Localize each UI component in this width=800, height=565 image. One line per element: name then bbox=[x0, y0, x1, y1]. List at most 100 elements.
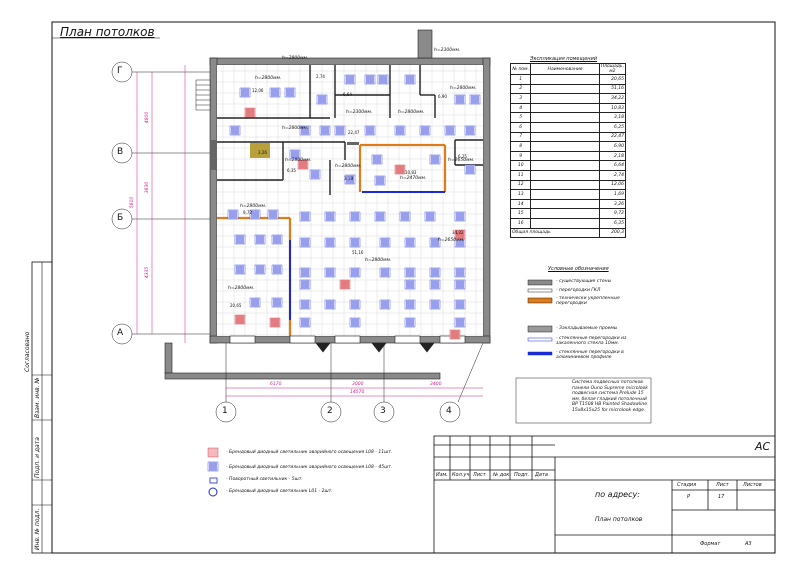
emergency-light-icon bbox=[297, 159, 309, 170]
table-header: Площадь, м2 bbox=[598, 63, 627, 75]
table-cell: 8 bbox=[509, 141, 532, 152]
dimension-label: 4335 bbox=[145, 266, 151, 279]
led-panel-icon bbox=[454, 279, 466, 290]
led-panel-icon bbox=[364, 125, 376, 136]
led-panel-icon bbox=[254, 264, 266, 275]
stamp-stage-header: Листов bbox=[743, 482, 762, 488]
side-stamp: Инв. № подл. bbox=[34, 508, 41, 550]
led-panel-icon bbox=[374, 211, 386, 222]
fixture-legend-icons bbox=[207, 447, 219, 497]
table-cell: 12 bbox=[509, 179, 532, 191]
table-cell bbox=[530, 208, 600, 219]
led-panel-icon bbox=[404, 237, 416, 248]
height-label: h=2800мм. bbox=[255, 76, 282, 81]
table-cell: 16 bbox=[509, 217, 532, 229]
led-panel-icon bbox=[464, 164, 476, 175]
led-panel-icon bbox=[377, 74, 389, 85]
fixture-legend-item: - Брендовый диодный светильник L01 - 2шт… bbox=[226, 489, 333, 494]
grid-row-label: Б bbox=[117, 213, 124, 223]
stairs bbox=[195, 79, 211, 111]
stamp-format-value: А3 bbox=[745, 541, 752, 547]
table-cell bbox=[530, 121, 600, 133]
room-area: 6,25 bbox=[458, 154, 467, 159]
led-panel-icon bbox=[324, 267, 336, 278]
led-panel-icon bbox=[464, 125, 476, 136]
led-panel-icon bbox=[394, 125, 406, 136]
height-label: h=2800мм. bbox=[240, 204, 267, 209]
led-panel-icon bbox=[379, 267, 391, 278]
led-panel-icon bbox=[284, 87, 296, 98]
led-panel-icon bbox=[374, 175, 386, 186]
table-cell bbox=[530, 198, 600, 210]
table-cell: 22,47 bbox=[598, 131, 627, 143]
explication-title: Экспликация помещений bbox=[530, 56, 598, 62]
led-panel-icon bbox=[207, 461, 219, 472]
led-panel-icon bbox=[349, 211, 361, 222]
table-cell: 20,65 bbox=[598, 74, 627, 85]
led-panel-icon bbox=[299, 211, 311, 222]
table-cell: 6,64 bbox=[598, 160, 627, 171]
led-panel-icon bbox=[271, 297, 283, 308]
led-panel-icon bbox=[454, 317, 466, 328]
led-panel-icon bbox=[271, 264, 283, 275]
led-panel-icon bbox=[454, 211, 466, 222]
room-area: 6,35 bbox=[287, 168, 296, 173]
emergency-light-icon bbox=[234, 314, 246, 325]
led-panel-icon bbox=[234, 264, 246, 275]
room-area: 3,18 bbox=[344, 176, 353, 181]
table-cell bbox=[530, 150, 600, 162]
height-label: h=2800мм. bbox=[282, 56, 309, 61]
dimension-label: 3630 bbox=[145, 181, 151, 194]
room-area: 12,06 bbox=[252, 88, 264, 93]
stamp-stage-header: Стадия bbox=[677, 482, 697, 488]
emergency-light-icon bbox=[454, 229, 466, 240]
room-area: 2,74 bbox=[316, 74, 325, 79]
led-panel-icon bbox=[429, 279, 441, 290]
led-panel-icon bbox=[324, 237, 336, 248]
table-cell: 1 bbox=[509, 74, 532, 85]
height-label: h=2800мм. bbox=[228, 286, 255, 291]
led-panel-icon bbox=[404, 299, 416, 310]
legend-title: Условные обозначения bbox=[548, 266, 609, 272]
led-panel-icon bbox=[299, 279, 311, 290]
stamp-col: Кол.уч. bbox=[452, 472, 471, 478]
table-cell: 3 bbox=[509, 93, 532, 104]
table-cell: 6 bbox=[509, 121, 532, 133]
stamp-frame bbox=[433, 435, 776, 554]
legend-item: - технически укрепленные перегородки bbox=[556, 296, 620, 306]
led-panel-icon bbox=[349, 299, 361, 310]
led-panel-icon bbox=[269, 87, 281, 98]
table-cell: 51,16 bbox=[598, 83, 627, 95]
total-value: 200,3 bbox=[598, 227, 627, 239]
led-panel-icon bbox=[364, 74, 376, 85]
height-label: h=2800мм. bbox=[285, 158, 312, 163]
table-cell bbox=[530, 112, 600, 123]
led-panel-icon bbox=[299, 267, 311, 278]
grid-col-label: 2 bbox=[327, 406, 333, 416]
led-panel-icon bbox=[267, 209, 279, 220]
led-panel-icon bbox=[249, 297, 261, 308]
height-label: h=2300мм. bbox=[346, 110, 373, 115]
legend-item: - перегородки ГКЛ bbox=[556, 288, 601, 293]
height-label: h=2300мм. bbox=[434, 48, 461, 53]
led-panel-icon bbox=[349, 317, 361, 328]
led-panel-icon bbox=[349, 267, 361, 278]
partitions bbox=[217, 65, 483, 195]
table-cell: 15 bbox=[509, 208, 532, 219]
windows bbox=[229, 335, 466, 353]
led-panel-icon bbox=[454, 267, 466, 278]
table-cell bbox=[530, 217, 600, 229]
filled-openings bbox=[210, 140, 359, 170]
led-panel-icon bbox=[344, 174, 356, 185]
table-cell bbox=[530, 169, 600, 181]
